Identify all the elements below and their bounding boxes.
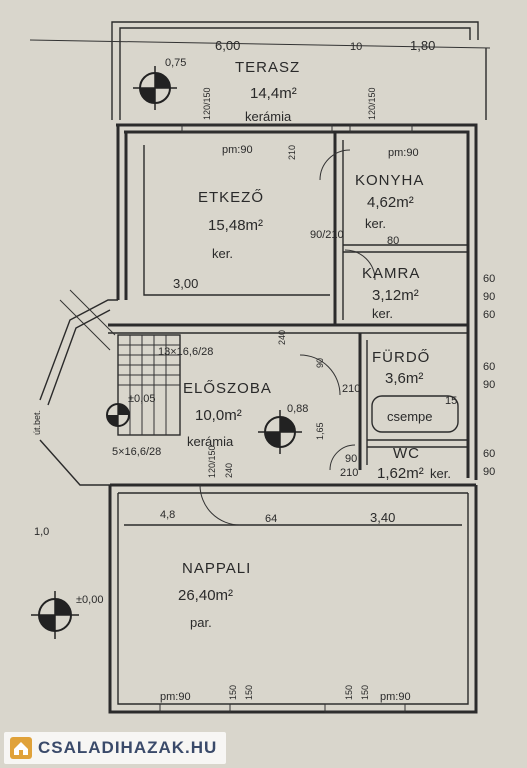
pantry-name: KAMRA: [362, 265, 420, 282]
kitchen-name: KONYHA: [355, 172, 424, 189]
dim-top-180: 1,80: [410, 38, 435, 53]
dim-stairs-top: 13×16,6/28: [158, 346, 213, 358]
dim-living-64: 64: [265, 513, 277, 525]
level-marker-stairs: [106, 403, 130, 427]
terrace-outline: [29, 21, 491, 120]
dim-left-10: 1,0: [34, 526, 49, 538]
win-living-150b: 150: [244, 685, 254, 700]
living-area: 26,40m²: [178, 587, 233, 604]
watermark-text: CSALADIHAZAK.HU: [38, 738, 218, 757]
dim-stairs-bottom: 5×16,6/28: [112, 446, 161, 458]
dim-terrace-075: 0,75: [165, 57, 186, 69]
dim-side-60-c: 60: [483, 361, 495, 373]
pm90-living-right: pm:90: [380, 691, 411, 703]
house-logo-icon: [10, 737, 32, 759]
living-label: NAPPALI 26,40m² par.: [178, 560, 251, 630]
kitchen-area: 4,62m²: [367, 194, 414, 211]
kitchen-label: KONYHA 4,62m² ker.: [355, 172, 424, 231]
wc-area: 1,62m²: [377, 465, 424, 482]
pantry-area: 3,12m²: [372, 287, 419, 304]
pantry-floor: ker.: [372, 306, 393, 321]
dim-side-60-a: 60: [483, 273, 495, 285]
dim-left-000: ±0,00: [76, 594, 103, 606]
level-marker-terrace: [133, 66, 177, 110]
kitchen-floor: ker.: [365, 216, 386, 231]
door-dining-210: 210: [287, 145, 297, 160]
dim-living-48: 4,8: [160, 509, 175, 521]
house-walls: [108, 123, 478, 714]
level-marker-hall: [258, 410, 302, 454]
dim-living-340: 3,40: [370, 510, 395, 525]
bathroom-label: FÜRDŐ 3,6m² csempe: [372, 348, 433, 424]
dim-door-80: 80: [387, 235, 399, 247]
windows: [159, 124, 413, 713]
pm90-living-left: pm:90: [160, 691, 191, 703]
terrace-floor: kerámia: [245, 109, 292, 124]
dim-hall-165: 1,65: [315, 422, 325, 440]
wc-name: WC: [393, 445, 420, 462]
dim-top-600: 6,00: [215, 38, 240, 53]
dim-door-210-bath: 210: [342, 383, 360, 395]
pantry-label: KAMRA 3,12m² ker.: [362, 265, 420, 321]
hall-area: 10,0m²: [195, 407, 242, 424]
terrace-name: TERASZ: [235, 59, 300, 76]
win-hall-120: 120/150: [207, 445, 217, 478]
door-hall-240: 240: [277, 330, 287, 345]
dimension-labels: 6,00 10 1,80 0,75 3,00 4,8 64 3,40 13×16…: [34, 38, 495, 703]
site-watermark: CSALADIHAZAK.HU: [4, 732, 226, 764]
dim-door-90-wc: 90: [345, 453, 357, 465]
pm90-kitchen: pm:90: [388, 147, 419, 159]
dim-door-90-210: 90/210: [310, 229, 344, 241]
dim-hall-088: 0,88: [287, 403, 308, 415]
pm90-dining: pm:90: [222, 144, 253, 156]
win-kitchen-120: 120/150: [367, 87, 377, 120]
terrace-area: 14,4m²: [250, 85, 297, 102]
dining-area: 15,48m²: [208, 217, 263, 234]
door-hall-240b: 240: [224, 463, 234, 478]
living-floor: par.: [190, 615, 212, 630]
dim-dining-300: 3,00: [173, 276, 198, 291]
wc-floor: ker.: [430, 466, 451, 481]
win-living-150d: 150: [360, 685, 370, 700]
dining-name: ETKEZŐ: [198, 189, 264, 206]
door-hall-90: 90: [315, 358, 325, 368]
wc-label: WC 1,62m² ker.: [377, 445, 451, 482]
win-living-150c: 150: [344, 685, 354, 700]
terrace-label: TERASZ 14,4m² kerámia: [235, 59, 300, 124]
dim-bath-15: 15: [445, 395, 457, 407]
dim-hall-005: ±0,05: [128, 393, 155, 405]
dim-side-90-c: 90: [483, 466, 495, 478]
path-label: út.bet.: [32, 410, 42, 435]
dining-floor: ker.: [212, 246, 233, 261]
dim-side-60-d: 60: [483, 448, 495, 460]
living-name: NAPPALI: [182, 560, 251, 577]
win-dining-120: 120/150: [202, 87, 212, 120]
level-marker-outside: [31, 591, 79, 639]
hall-name: ELŐSZOBA: [183, 380, 272, 397]
bathroom-name: FÜRDŐ: [372, 348, 430, 366]
dim-side-90-a: 90: [483, 291, 495, 303]
bathroom-floor: csempe: [387, 409, 433, 424]
dining-label: ETKEZŐ 15,48m² ker.: [198, 189, 264, 261]
rotated-labels: 120/150 120/150 210 240 90 1,65 120/150 …: [32, 87, 377, 700]
dim-door-210-wc: 210: [340, 467, 358, 479]
dim-side-90-b: 90: [483, 379, 495, 391]
dim-top-10: 10: [350, 41, 362, 53]
win-living-150a: 150: [228, 685, 238, 700]
hall-floor: kerámia: [187, 434, 234, 449]
bathroom-area: 3,6m²: [385, 370, 423, 387]
dim-side-60-b: 60: [483, 309, 495, 321]
staircase: [39, 289, 181, 486]
hall-label: ELŐSZOBA 10,0m² kerámia: [183, 380, 272, 449]
door-swings: [199, 149, 376, 526]
